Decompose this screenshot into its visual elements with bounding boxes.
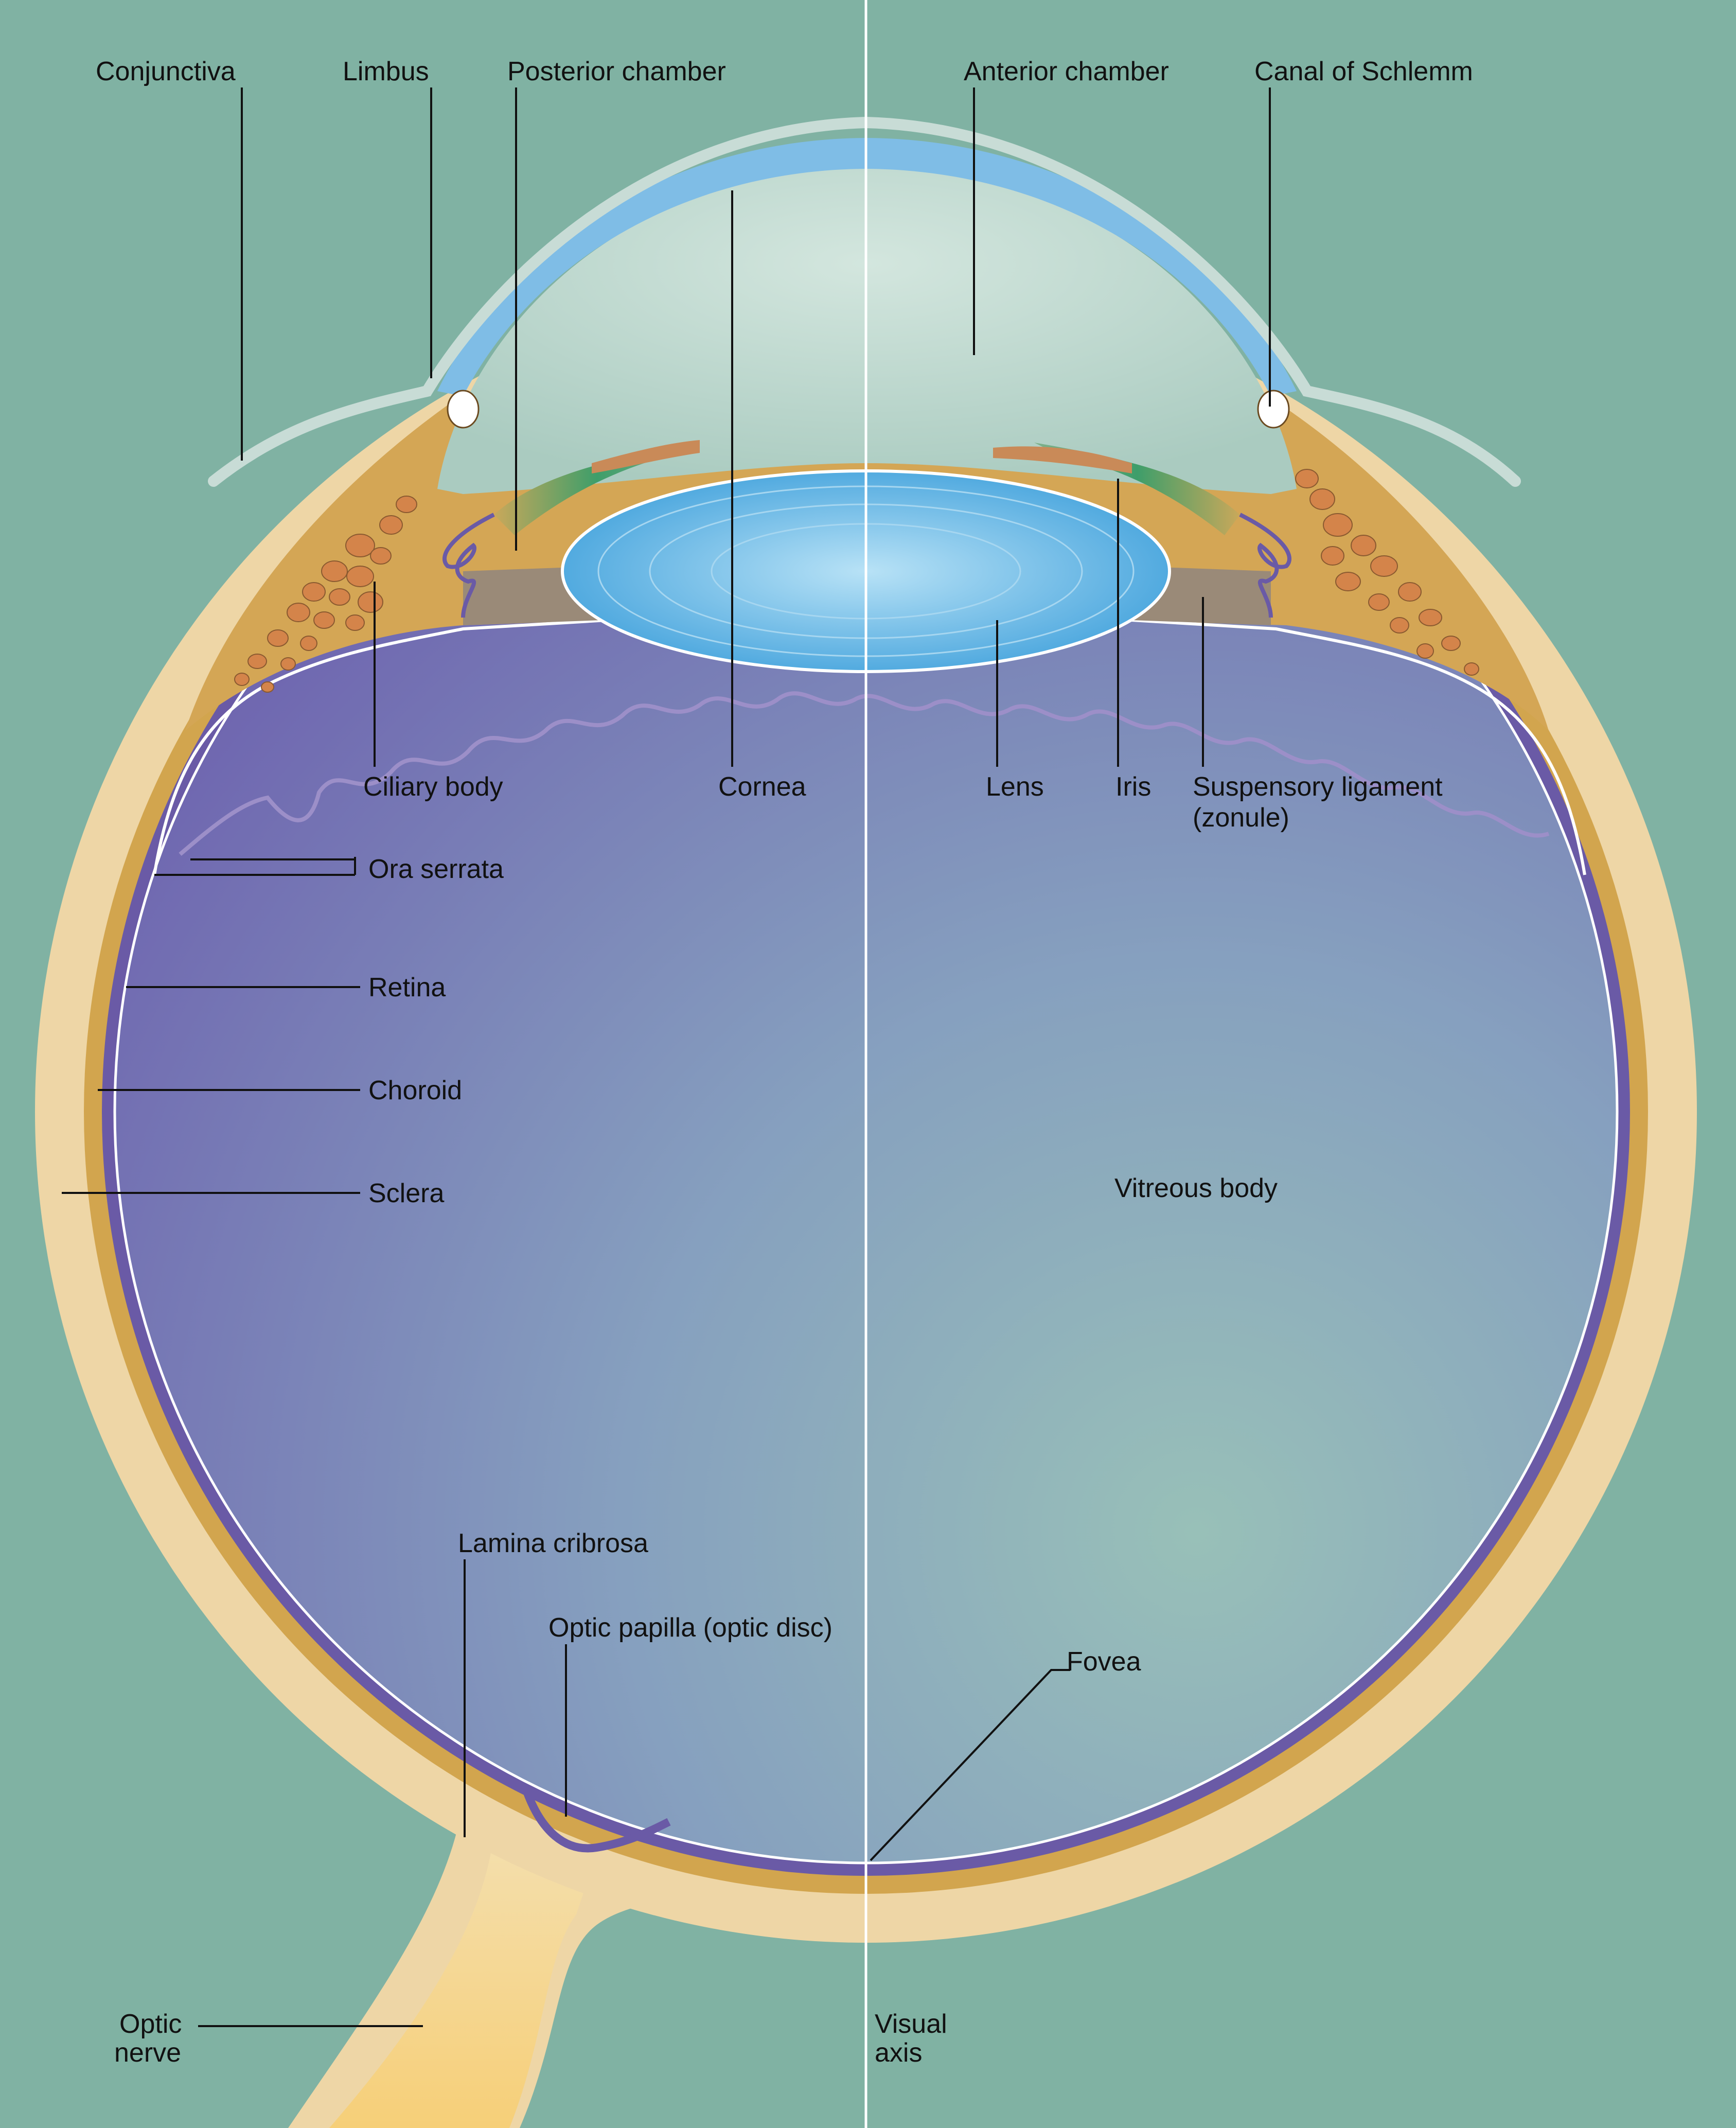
ciliary-granules-right (1295, 469, 1479, 676)
ciliary-granules-left (234, 496, 417, 693)
label-retina: Retina (368, 973, 446, 1003)
iris-pigment-right (993, 446, 1132, 473)
label-ora-serrata: Ora serrata (368, 854, 504, 884)
ciliary-processes-right (1239, 513, 1291, 618)
canal-of-schlemm-left (447, 390, 480, 429)
label-optic: Optic (119, 2009, 182, 2039)
label-sclera: Sclera (368, 1179, 444, 1208)
canal-of-schlemm-right (1257, 390, 1290, 429)
optic-nerve (329, 1832, 597, 2128)
cornea (437, 138, 1297, 396)
label-lens: Lens (986, 772, 1044, 802)
label-visual: Visual (875, 2009, 947, 2039)
label-suspensory-ligament: Suspensory ligament (1193, 772, 1443, 802)
label-canal-of-schlemm: Canal of Schlemm (1254, 57, 1473, 86)
label-vitreous-body: Vitreous body (1114, 1173, 1278, 1203)
iris-left (494, 443, 700, 535)
label-limbus: Limbus (343, 57, 429, 86)
optic-disc (521, 1784, 671, 1853)
label-posterior-chamber: Posterior chamber (507, 57, 726, 86)
iris-pigment-left (592, 440, 700, 473)
label-cornea: Cornea (718, 772, 806, 802)
label-lamina-cribrosa: Lamina cribrosa (458, 1528, 648, 1558)
label-ciliary-body: Ciliary body (363, 772, 503, 802)
ciliary-processes-left (442, 513, 495, 618)
label-zonule: (zonule) (1193, 803, 1289, 833)
label-optic-papilla: Optic papilla (optic disc) (548, 1613, 832, 1643)
ora-serrata-line (179, 691, 1550, 856)
label-nerve: nerve (114, 2038, 181, 2068)
label-iris: Iris (1115, 772, 1151, 802)
label-axis: axis (875, 2038, 922, 2068)
label-conjunctiva: Conjunctiva (96, 57, 236, 86)
label-anterior-chamber: Anterior chamber (964, 57, 1169, 86)
label-choroid: Choroid (368, 1076, 462, 1105)
leader-lines (62, 87, 1271, 2027)
label-fovea: Fovea (1067, 1647, 1141, 1677)
